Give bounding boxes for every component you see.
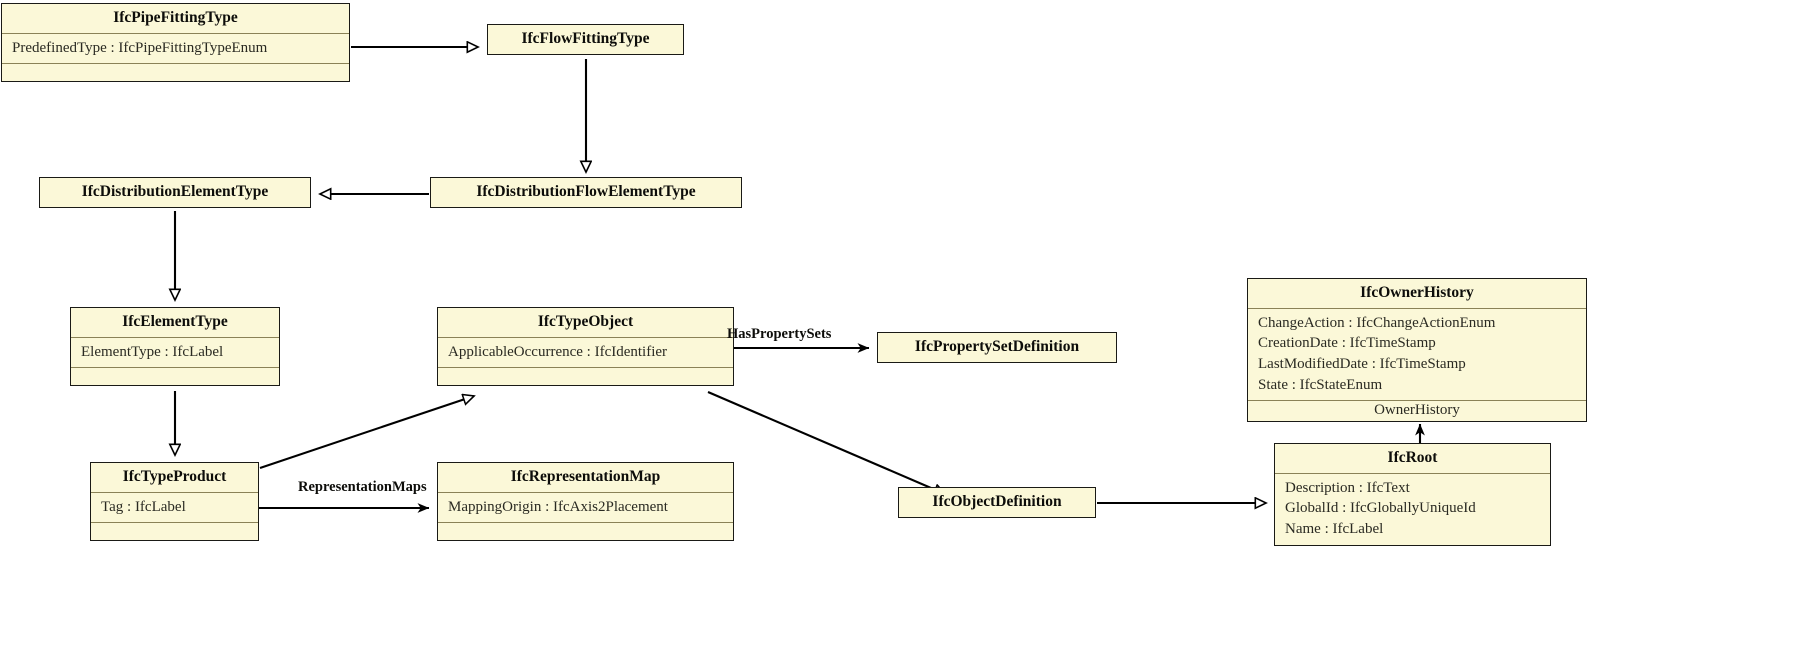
compartment-divider (2, 63, 349, 65)
class-attributes: ChangeAction : IfcChangeActionEnum Creat… (1248, 309, 1586, 401)
class-attributes: ElementType : IfcLabel (71, 338, 279, 368)
class-attributes: PredefinedType : IfcPipeFittingTypeEnum (2, 34, 349, 64)
class-name: IfcRepresentationMap (510, 468, 661, 485)
compartment-divider (1275, 472, 1550, 474)
class-attributes: Tag : IfcLabel (91, 493, 258, 523)
class-ifctypeproduct[interactable]: IfcTypeProduct Tag : IfcLabel (90, 462, 259, 542)
compartment-divider (1248, 400, 1586, 402)
attribute-row: GlobalId : IfcGloballyUniqueId (1285, 500, 1476, 517)
edge-label-haspropertysets: HasPropertySets (727, 326, 832, 342)
attribute-row: PredefinedType : IfcPipeFittingTypeEnum (12, 39, 268, 56)
class-ifcdistributionelementtype[interactable]: IfcDistributionElementType (39, 177, 311, 208)
attribute-row: LastModifiedDate : IfcTimeStamp (1258, 355, 1466, 372)
class-name: IfcTypeObject (537, 313, 634, 330)
class-name: IfcFlowFittingType (521, 30, 650, 47)
class-attributes: Description : IfcText GlobalId : IfcGlob… (1275, 474, 1550, 545)
compartment-divider (438, 367, 733, 369)
class-name: IfcElementType (122, 313, 228, 330)
compartment-divider (438, 336, 733, 338)
operations-compartment (91, 523, 258, 540)
class-name: IfcRoot (1387, 449, 1438, 466)
class-ifcpropertysetdefinition[interactable]: IfcPropertySetDefinition (877, 332, 1117, 363)
attribute-row: ApplicableOccurrence : IfcIdentifier (448, 343, 668, 360)
compartment-divider (91, 491, 258, 493)
class-name: IfcPropertySetDefinition (914, 338, 1080, 355)
class-name: IfcOwnerHistory (1360, 284, 1474, 301)
attribute-row: State : IfcStateEnum (1258, 376, 1383, 393)
attribute-row: ElementType : IfcLabel (81, 343, 224, 360)
class-ifcdistributionflowelementtype[interactable]: IfcDistributionFlowElementType (430, 177, 742, 208)
compartment-divider (438, 522, 733, 524)
class-ifcpipefittingtype[interactable]: IfcPipeFittingType PredefinedType : IfcP… (1, 3, 350, 83)
class-name: IfcPipeFittingType (113, 9, 238, 26)
attribute-row: CreationDate : IfcTimeStamp (1258, 335, 1436, 352)
operations-compartment (438, 523, 733, 540)
compartment-divider (71, 367, 279, 369)
association-role-ownerhistory: OwnerHistory (1374, 402, 1460, 419)
class-ifctypeobject[interactable]: IfcTypeObject ApplicableOccurrence : Ifc… (437, 307, 734, 387)
class-ifcelementtype[interactable]: IfcElementType ElementType : IfcLabel (70, 307, 280, 387)
compartment-divider (1248, 307, 1586, 309)
class-attributes: MappingOrigin : IfcAxis2Placement (438, 493, 733, 523)
compartment-divider (71, 336, 279, 338)
class-ifcroot[interactable]: IfcRoot Description : IfcText GlobalId :… (1274, 443, 1551, 546)
compartment-divider (2, 32, 349, 34)
attribute-row: Tag : IfcLabel (101, 498, 186, 515)
class-ifcobjectdefinition[interactable]: IfcObjectDefinition (898, 487, 1096, 518)
edge-label-representationmaps: RepresentationMaps (298, 479, 427, 495)
operations-compartment (438, 368, 733, 385)
edge-typeproduct-to-typeobject (259, 396, 474, 469)
operations-compartment (71, 368, 279, 385)
class-ifcownerhistory[interactable]: IfcOwnerHistory ChangeAction : IfcChange… (1247, 278, 1587, 423)
class-name: IfcObjectDefinition (932, 493, 1062, 510)
class-name: IfcDistributionElementType (81, 183, 269, 200)
attribute-row: ChangeAction : IfcChangeActionEnum (1258, 314, 1496, 331)
class-attributes: ApplicableOccurrence : IfcIdentifier (438, 338, 733, 368)
class-ifcflowfittingtype[interactable]: IfcFlowFittingType (487, 24, 684, 55)
attribute-row: Name : IfcLabel (1285, 520, 1384, 537)
compartment-divider (91, 522, 258, 524)
edge-typeobject-to-objectdefinition (707, 391, 945, 494)
class-name: IfcDistributionFlowElementType (476, 183, 696, 200)
class-name: IfcTypeProduct (122, 468, 227, 485)
attribute-row: Description : IfcText (1285, 479, 1410, 496)
class-ifcrepresentationmap[interactable]: IfcRepresentationMap MappingOrigin : Ifc… (437, 462, 734, 542)
operations-compartment (2, 64, 349, 81)
attribute-row: MappingOrigin : IfcAxis2Placement (448, 498, 668, 515)
compartment-divider (438, 491, 733, 493)
